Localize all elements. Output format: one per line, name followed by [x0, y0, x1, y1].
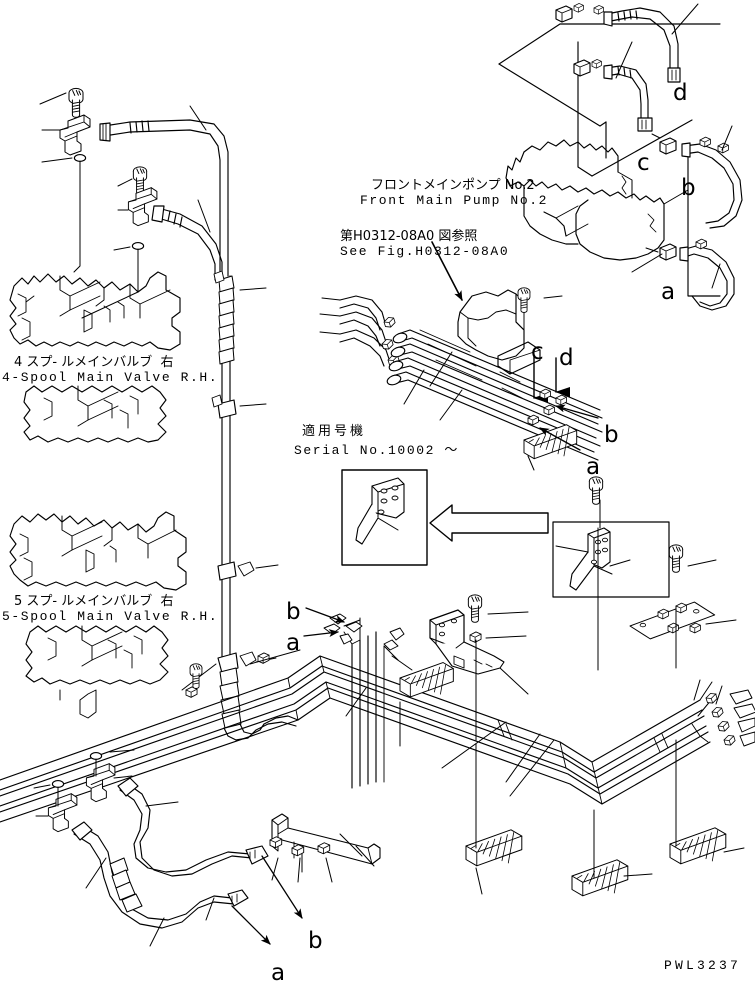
label-front-main-pump-en: Front Main Pump No.2 [360, 193, 549, 208]
label-4spool-valve-en: 4-Spool Main Valve R.H. [2, 370, 219, 385]
callout-c-center: c [531, 339, 544, 365]
label-serial-en: Serial No.10002 ～ [294, 443, 460, 458]
label-front-main-pump-jp: フロントメインポンプ No.2 [371, 178, 535, 193]
callout-a-bottom: a [271, 960, 286, 986]
callout-b-center: b [604, 422, 619, 448]
callout-b-lower-left: b [286, 599, 301, 625]
label-see-fig-en: See Fig.H0312-08A0 [340, 244, 510, 259]
callout-d-center: d [559, 345, 574, 371]
callout-b-bottom: b [308, 928, 323, 954]
label-serial-jp: 適用号機 [302, 424, 367, 439]
label-see-fig-jp: 第H0312-08A0 図参照 [340, 229, 478, 244]
callout-a-center: a [586, 454, 601, 480]
callout-a-lower-left: a [286, 630, 301, 656]
label-4spool-valve-jp: 4 スプ- ルメインバルブ 右 [14, 355, 174, 370]
callout-c-top-right: c [637, 150, 650, 176]
drawing-number: PWL3237 [664, 958, 742, 973]
label-5spool-valve-jp: 5 スプ- ルメインバルブ 右 [14, 594, 174, 609]
label-5spool-valve-en: 5-Spool Main Valve R.H. [2, 609, 219, 624]
callout-d-top-right: d [673, 80, 688, 106]
callout-a-top-right: a [661, 279, 676, 305]
callout-b-top-right: b [681, 175, 696, 201]
